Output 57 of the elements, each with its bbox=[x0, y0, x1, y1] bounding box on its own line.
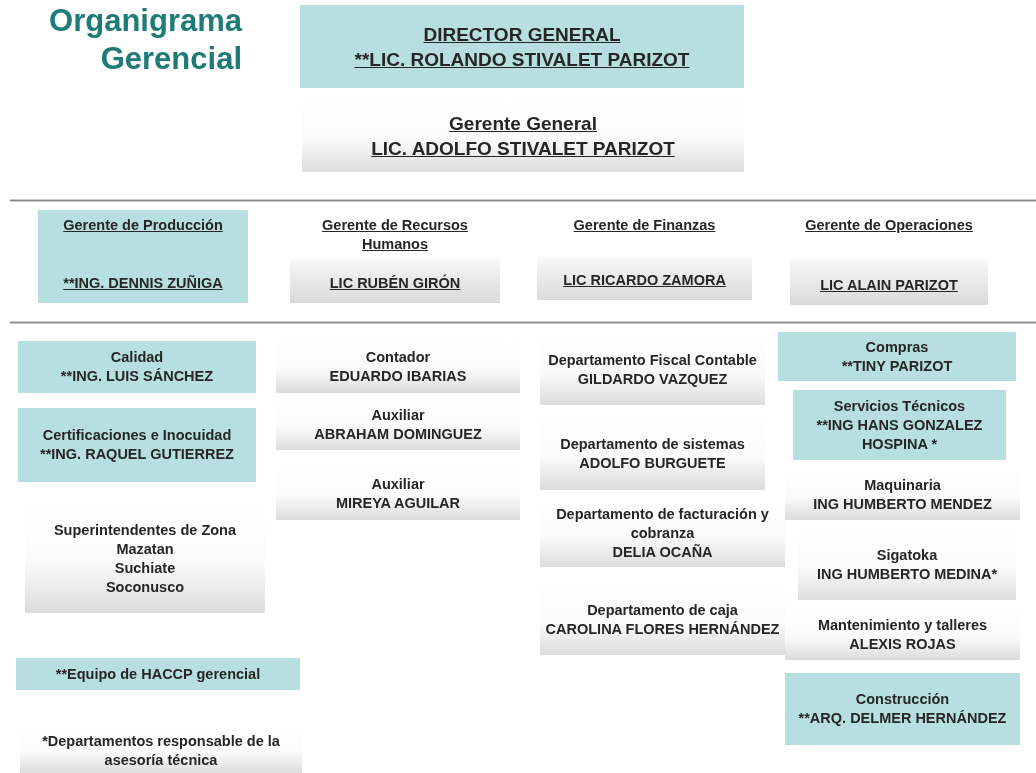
box-heading: Gerente de Operaciones bbox=[805, 216, 973, 235]
box-text: ING HUMBERTO MEDINA* bbox=[816, 565, 998, 584]
box-heading: Servicios Técnicos bbox=[833, 396, 966, 416]
box-text: CAROLINA FLORES HERNÁNDEZ bbox=[545, 620, 780, 639]
box-heading: Auxiliar bbox=[371, 406, 425, 425]
box-text: LIC RUBÉN GIRÓN bbox=[329, 274, 461, 293]
box-heading: DIRECTOR GENERAL bbox=[423, 22, 621, 47]
box-text: ADOLFO BURGUETE bbox=[579, 454, 726, 473]
box-text: EDUARDO IBARIAS bbox=[329, 366, 467, 386]
box-text: Suchiate bbox=[114, 559, 176, 578]
org-box bbox=[18, 341, 256, 393]
box-text: **TINY PARIZOT bbox=[841, 356, 953, 376]
box-text: GILDARDO VAZQUEZ bbox=[577, 370, 728, 389]
box-text: LIC RICARDO ZAMORA bbox=[563, 271, 726, 290]
box-text: LIC ALAIN PARIZOT bbox=[820, 276, 958, 295]
box-heading: Gerente General bbox=[449, 112, 597, 136]
box-heading: Construcción bbox=[855, 690, 950, 709]
box-heading: Departamento de sistemas bbox=[560, 435, 745, 454]
box-heading: Compras bbox=[865, 337, 929, 357]
box-heading: Gerente de Producción bbox=[63, 216, 223, 235]
box-heading: Certificaciones e Inocuidad bbox=[42, 426, 232, 445]
box-text: **ING. DENNIS ZUÑIGA bbox=[63, 274, 223, 293]
box-text: LIC. ADOLFO STIVALET PARIZOT bbox=[371, 137, 675, 161]
box-text: **ARQ. DELMER HERNÁNDEZ bbox=[798, 709, 1007, 728]
box-heading: Departamento Fiscal Contable bbox=[548, 351, 757, 370]
box-text: **ING. LUIS SÁNCHEZ bbox=[60, 367, 214, 386]
box-text: **LIC. ROLANDO STIVALET PARIZOT bbox=[354, 47, 690, 72]
box-heading: *Departamentos responsable de la asesoría técnica bbox=[41, 731, 281, 770]
org-box bbox=[778, 332, 1016, 381]
org-box bbox=[38, 210, 248, 303]
box-text: Soconusco bbox=[105, 578, 185, 597]
org-box bbox=[785, 673, 1020, 745]
box-heading: Gerente de Recursos Humanos bbox=[321, 216, 469, 254]
box-heading: Superintendentes de Zona bbox=[53, 521, 237, 540]
org-box bbox=[793, 390, 1006, 460]
chart-title: Organigrama Gerencial bbox=[48, 2, 242, 78]
box-heading: Auxiliar bbox=[371, 475, 425, 494]
box-heading: Mantenimiento y talleres bbox=[817, 616, 988, 635]
box-heading: Maquinaria bbox=[864, 476, 941, 495]
box-heading: Calidad bbox=[110, 348, 164, 367]
box-text: DELIA OCAÑA bbox=[612, 543, 713, 562]
box-text: MIREYA AGUILAR bbox=[335, 494, 461, 513]
box-text: Mazatan bbox=[116, 540, 174, 559]
box-text: ING HUMBERTO MENDEZ bbox=[813, 495, 992, 514]
box-text: ABRAHAM DOMINGUEZ bbox=[314, 425, 482, 444]
org-box bbox=[16, 658, 300, 690]
box-heading: Departamento de facturación y cobranza bbox=[555, 505, 770, 543]
box-text: **ING HANS GONZALEZ HOSPINA * bbox=[815, 415, 984, 454]
box-heading: Contador bbox=[365, 347, 431, 367]
box-text: **ING. RAQUEL GUTIERREZ bbox=[40, 445, 234, 464]
box-heading: **Equipo de HACCP gerencial bbox=[55, 664, 261, 684]
org-box bbox=[18, 408, 256, 482]
box-text: ALEXIS ROJAS bbox=[849, 635, 956, 654]
box-heading: Gerente de Finanzas bbox=[573, 216, 716, 235]
org-box bbox=[300, 5, 744, 88]
box-heading: Departamento de caja bbox=[587, 601, 738, 620]
box-heading: Sigatoka bbox=[876, 546, 938, 565]
